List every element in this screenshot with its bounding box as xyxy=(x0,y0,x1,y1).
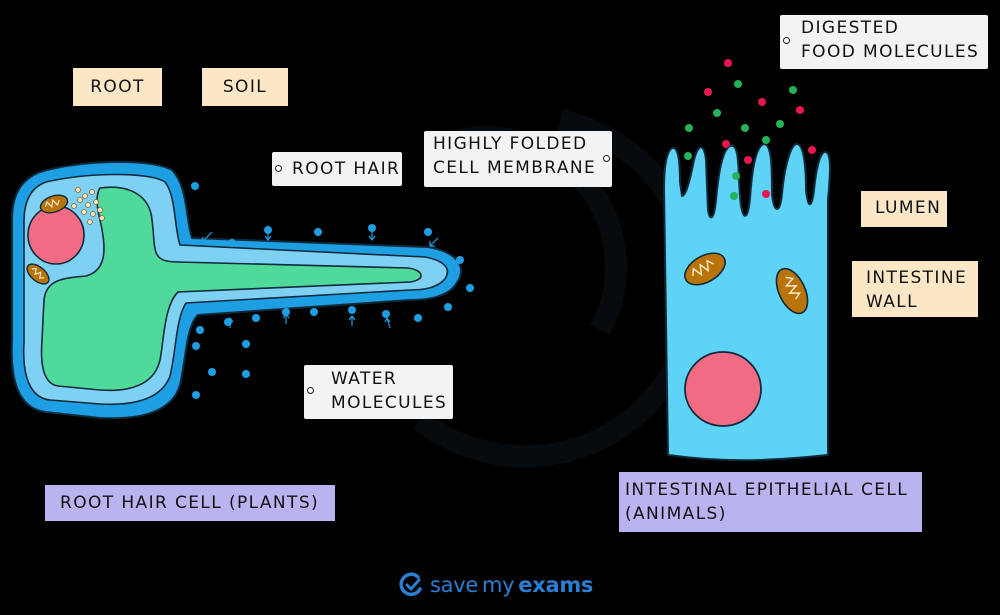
label-root-hair-cell: ROOT HAIR CELL (PLANTS) xyxy=(45,485,335,521)
brand-word-my: my xyxy=(481,573,515,597)
label-pin xyxy=(275,165,282,172)
mitochondrion xyxy=(26,263,50,285)
brand-word-exams: exams xyxy=(518,573,594,597)
brand-swirl-icon xyxy=(399,572,422,597)
water-molecules xyxy=(191,182,474,399)
label-lumen: LUMEN xyxy=(861,191,947,227)
label-root: ROOT xyxy=(73,68,162,106)
root-hair-cell xyxy=(10,161,462,420)
label-digested-food: DIGESTED FOOD MOLECULES xyxy=(780,15,988,69)
epithelial-mitochondrion xyxy=(775,267,809,315)
brand-word-save: save xyxy=(430,573,478,597)
label-pin xyxy=(603,155,610,162)
ribosomes xyxy=(71,187,105,225)
vacuole xyxy=(40,186,422,392)
label-root-hair: ROOT HAIR xyxy=(272,152,402,186)
label-intestine-wall: INTESTINE WALL xyxy=(852,261,978,317)
food-molecules xyxy=(684,59,816,200)
epithelial-mitochondrion xyxy=(684,252,726,286)
label-soil: SOIL xyxy=(202,68,288,106)
nucleus xyxy=(27,205,85,265)
label-pin xyxy=(307,387,314,394)
label-highly-folded-membrane: HIGHLY FOLDED CELL MEMBRANE xyxy=(424,131,612,187)
epithelial-nucleus xyxy=(684,351,762,427)
mitochondrion xyxy=(39,194,69,214)
label-pin xyxy=(783,37,790,44)
label-water-molecules: WATER MOLECULES xyxy=(304,365,453,419)
water-arrows xyxy=(201,228,439,329)
save-my-exams-logo: save my exams xyxy=(398,568,593,602)
label-intestinal-epithelial-cell: INTESTINAL EPITHELIAL CELL (ANIMALS) xyxy=(619,472,922,532)
